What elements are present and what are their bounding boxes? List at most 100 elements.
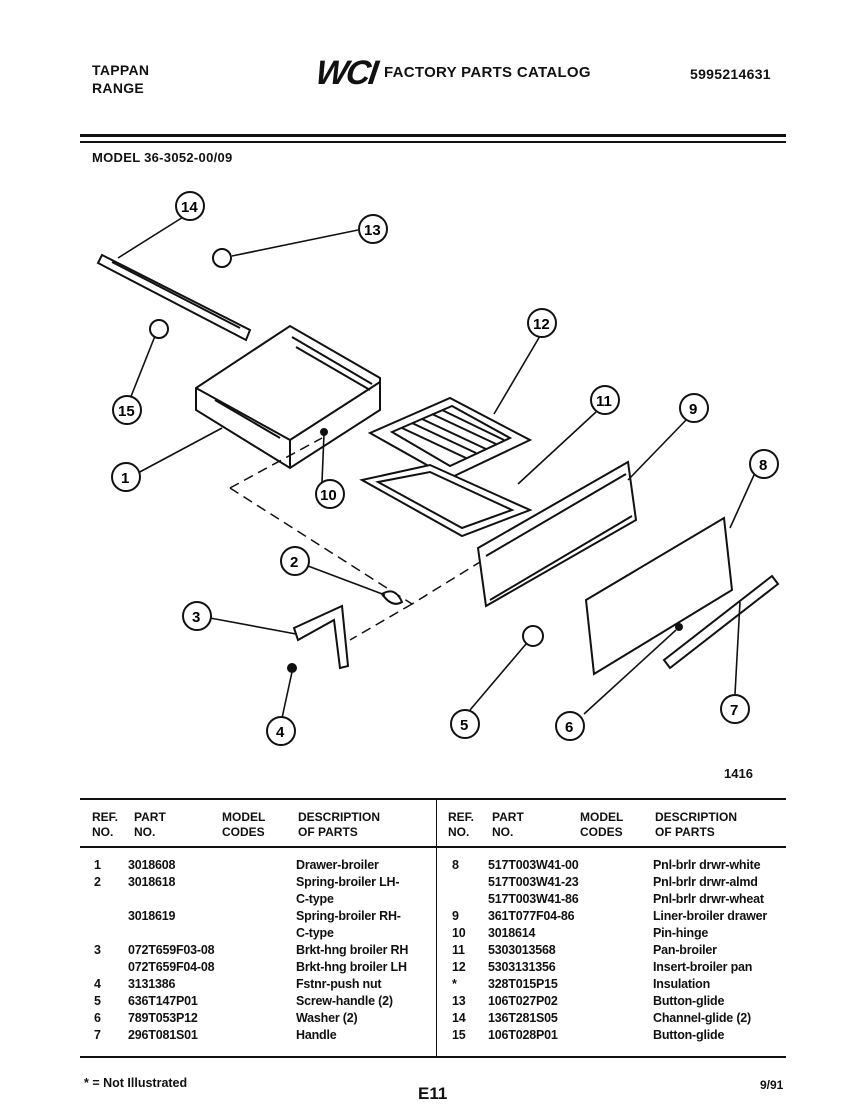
- broiler-drawer-panel-part: [584, 516, 734, 676]
- cell-desc: Washer (2): [296, 1011, 358, 1025]
- cell-part: 3018619: [128, 909, 176, 923]
- cell-desc: Pin-hinge: [653, 926, 709, 940]
- cell-part: 789T053P12: [128, 1011, 198, 1025]
- cell-desc: Pan-broiler: [653, 943, 717, 957]
- svg-text:15: 15: [118, 403, 135, 420]
- header-desc-line: DESCRIPTION: [655, 810, 738, 824]
- cell-desc: C-type: [296, 892, 334, 906]
- brand-line2: RANGE: [92, 80, 145, 96]
- svg-text:14: 14: [181, 199, 198, 216]
- cell-ref: 1: [94, 858, 101, 872]
- header-desc-line: OF PARTS: [655, 825, 715, 839]
- cell-desc: Pnl-brlr drwr-white: [653, 858, 761, 872]
- not-illustrated-note: * = Not Illustrated: [84, 1076, 188, 1090]
- cell-part: 296T081S01: [128, 1028, 198, 1042]
- cell-ref: 5: [94, 994, 101, 1008]
- cell-ref: 13: [452, 994, 466, 1008]
- insert-broiler-pan-part: [367, 396, 533, 480]
- cell-ref: 15: [452, 1028, 466, 1042]
- table-rule-bottom: [80, 1056, 786, 1058]
- callout-7: 7: [720, 694, 750, 724]
- callout-3: 3: [182, 601, 212, 631]
- header-ref-line: REF.: [92, 810, 119, 824]
- cell-desc: Brkt-hng broiler LH: [296, 960, 407, 974]
- cell-part: 106T027P02: [488, 994, 558, 1008]
- svg-text:12: 12: [533, 316, 550, 333]
- callout-11: 11: [590, 385, 620, 415]
- cell-desc: Button-glide: [653, 1028, 725, 1042]
- svg-text:10: 10: [320, 487, 337, 504]
- cell-ref: 4: [94, 977, 101, 991]
- liner-broiler-drawer-part: [476, 460, 638, 608]
- cell-ref: 7: [94, 1028, 101, 1042]
- cell-part: 517T003W41-23: [488, 875, 579, 889]
- cell-desc: Pnl-brlr drwr-wheat: [653, 892, 764, 906]
- cell-desc: C-type: [296, 926, 334, 940]
- bracket-hinge-part: [292, 604, 350, 670]
- svg-text:5: 5: [460, 717, 468, 734]
- callout-14: 14: [175, 191, 205, 221]
- cell-part: 361T077F04-86: [488, 909, 575, 923]
- header-part-line: PART: [492, 810, 524, 824]
- cell-desc: Screw-handle (2): [296, 994, 393, 1008]
- cell-desc: Channel-glide (2): [653, 1011, 751, 1025]
- button-glide-15-part: [149, 319, 169, 339]
- cell-ref: 3: [94, 943, 101, 957]
- callout-8: 8: [749, 449, 779, 479]
- header-model-line: MODEL: [580, 810, 624, 824]
- screw-handle-part: [522, 625, 544, 647]
- callout-4: 4: [266, 716, 296, 746]
- spring-broiler-part: [380, 590, 404, 605]
- cell-part: 072T659F03-08: [128, 943, 215, 957]
- cell-desc: Insert-broiler pan: [653, 960, 753, 974]
- cell-desc: Pnl-brlr drwr-almd: [653, 875, 758, 889]
- table-rule-header: [80, 846, 786, 848]
- catalog-title: FACTORY PARTS CATALOG: [384, 64, 591, 81]
- cell-desc: Button-glide: [653, 994, 725, 1008]
- cell-desc: Liner-broiler drawer: [653, 909, 768, 923]
- cell-part: 3018608: [128, 858, 176, 872]
- cell-part: 3131386: [128, 977, 176, 991]
- header-model-line: CODES: [222, 825, 265, 839]
- exploded-parts-diagram: 1 2 3 4 5 6 7 8 9 10 11 12 13 14 15: [96, 191, 780, 746]
- cell-ref: 9: [452, 909, 459, 923]
- cell-part: 517T003W41-00: [488, 858, 579, 872]
- header-ref-right: REF.NO.: [448, 810, 474, 840]
- table-rule-top: [80, 798, 786, 800]
- table-divider: [436, 800, 437, 1058]
- header-ref-line: REF.: [448, 810, 475, 824]
- cell-part: 5303131356: [488, 960, 556, 974]
- catalog-date: 9/91: [760, 1078, 784, 1092]
- pan-broiler-part: [359, 463, 533, 538]
- cell-desc: Handle: [296, 1028, 337, 1042]
- header-rule-top: [80, 134, 786, 137]
- header-model-line: CODES: [580, 825, 623, 839]
- svg-text:9: 9: [689, 401, 697, 418]
- cell-part: 3018614: [488, 926, 536, 940]
- cell-desc: Spring-broiler LH-: [296, 875, 400, 889]
- figure-number: 1416: [724, 766, 753, 781]
- handle-part: [662, 574, 780, 670]
- cell-ref: 14: [452, 1011, 466, 1025]
- header-part-line: NO.: [492, 825, 514, 839]
- header-ref-left: REF.NO.: [92, 810, 118, 840]
- svg-text:8: 8: [759, 457, 767, 474]
- drawer-broiler-part: [195, 324, 381, 470]
- channel-glide-part: [96, 253, 252, 342]
- catalog-number: 5995214631: [690, 66, 771, 82]
- cell-desc: Insulation: [653, 977, 711, 991]
- cell-ref: 12: [452, 960, 466, 974]
- svg-text:4: 4: [276, 724, 285, 741]
- cell-ref: 6: [94, 1011, 101, 1025]
- header-ref-line: NO.: [448, 825, 470, 839]
- button-glide-13-part: [212, 248, 232, 268]
- cell-part: 136T281S05: [488, 1011, 558, 1025]
- cell-desc: Brkt-hng broiler RH: [296, 943, 409, 957]
- wci-logo: WCI: [313, 54, 379, 92]
- cell-part: 517T003W41-86: [488, 892, 579, 906]
- cell-part: 328T015P15: [488, 977, 558, 991]
